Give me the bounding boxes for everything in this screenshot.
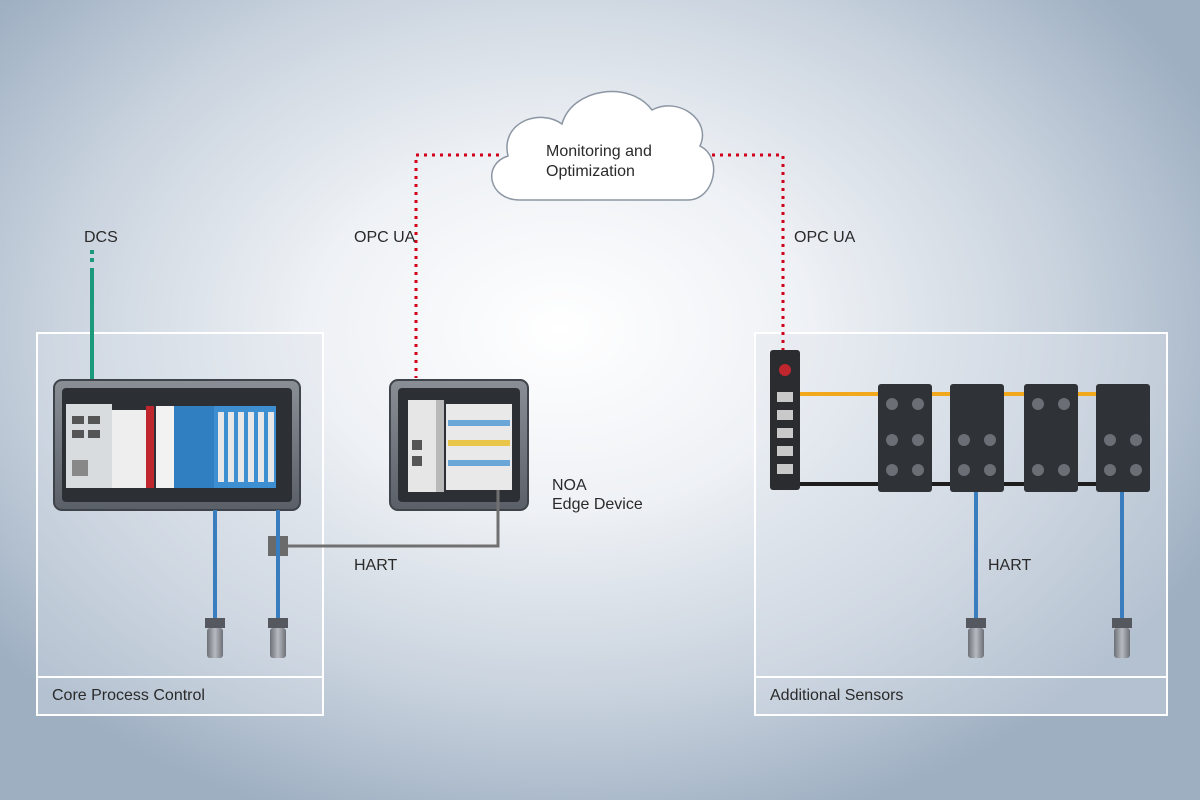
opc-ua-links [414, 153, 785, 378]
ex-coupler [174, 406, 214, 488]
hart-left-label: HART [354, 557, 398, 574]
cloud-label-line2: Optimization [546, 163, 635, 180]
dcs-label: DCS [84, 229, 118, 246]
core-cabinet [53, 379, 301, 511]
opc-ua-right-label: OPC UA [794, 229, 856, 246]
opc-ua-right-link [712, 153, 785, 350]
opc-ua-left-link [414, 153, 499, 378]
sensor-icon [205, 618, 225, 658]
io-box-module [1024, 384, 1078, 492]
cloud-icon [491, 90, 715, 201]
core-sensor-cables [213, 510, 280, 618]
edge-device-label: Edge Device [552, 496, 643, 513]
noa-edge-device [389, 379, 529, 511]
sensor-icon [966, 618, 986, 658]
hart-right-label: HART [988, 557, 1032, 574]
power-module [112, 410, 146, 488]
ethernet-switch [770, 350, 800, 490]
noa-label: NOA [552, 477, 587, 494]
core-panel-label: Core Process Control [52, 687, 205, 704]
sensor-icon [268, 618, 288, 658]
additional-sensor-cables [974, 492, 1124, 618]
io-box-module [878, 384, 932, 492]
io-box-module [1096, 384, 1150, 492]
sensors-panel-label: Additional Sensors [770, 687, 904, 704]
cloud-label-line1: Monitoring and [546, 143, 652, 160]
sensors-panel-footer: Additional Sensors [756, 676, 1166, 714]
io-terminals [214, 406, 276, 488]
core-panel-footer: Core Process Control [38, 676, 322, 714]
opc-ua-left-label: OPC UA [354, 229, 416, 246]
io-box-module [950, 384, 1004, 492]
sensor-icon [1112, 618, 1132, 658]
